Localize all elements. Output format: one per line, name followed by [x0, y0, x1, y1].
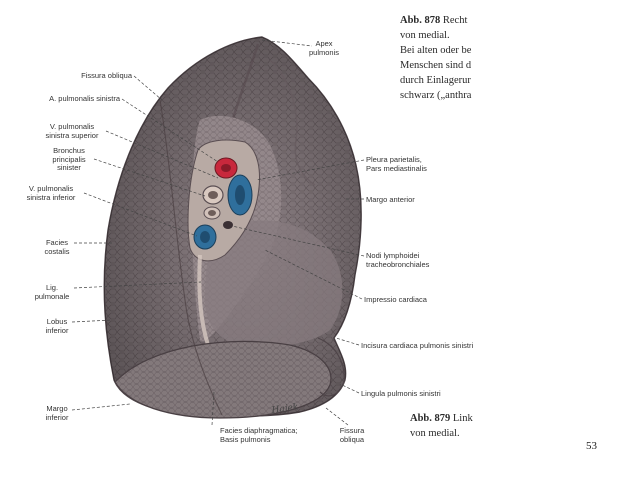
- label-v-pulmonalis-inferior: V. pulmonalis sinistra inferior: [26, 184, 76, 202]
- label-facies-costalis: Facies costalis: [44, 238, 70, 256]
- label-impressio-cardiaca: Impressio cardiaca: [364, 295, 427, 304]
- label-fissura-obliqua-bottom: Fissura obliqua: [339, 426, 365, 444]
- label-lig-pulmonale: Lig. pulmonale: [34, 283, 70, 301]
- caption-top-line-4: durch Einlagerur: [400, 75, 471, 86]
- label-lobus-inferior: Lobus inferior: [45, 317, 69, 335]
- caption-top: Abb. 878 Recht von medial. Bei alten ode…: [400, 14, 500, 106]
- caption-bottom-line-0: Link: [452, 413, 473, 424]
- label-fissura-obliqua: Fissura obliqua: [81, 71, 132, 80]
- page-number: 53: [586, 440, 597, 452]
- label-bronchus-principalis: Bronchus principalis sinister: [52, 146, 86, 172]
- artist-signature: Hajek: [270, 402, 299, 416]
- caption-top-line-1: von medial.: [400, 30, 450, 41]
- label-facies-diaphragmatica: Facies diaphragmatica; Basis pulmonis: [220, 426, 298, 444]
- label-a-pulmonalis-sinistra: A. pulmonalis sinistra: [49, 94, 120, 103]
- caption-top-line-5: schwarz („anthra: [400, 90, 472, 101]
- facies-diaphragmatica: [114, 340, 332, 419]
- label-margo-anterior: Margo anterior: [366, 195, 415, 204]
- label-lingula: Lingula pulmonis sinistri: [361, 389, 441, 398]
- label-apex-pulmonis: Apex pulmonis: [308, 39, 339, 57]
- nodi-lymphoidei: [223, 221, 233, 229]
- label-margo-inferior: Margo inferior: [45, 404, 69, 422]
- caption-bottom-abb: Abb. 879: [410, 413, 451, 424]
- caption-bottom: Abb. 879 Link von medial.: [410, 412, 490, 444]
- caption-top-abb: Abb. 878: [400, 15, 441, 26]
- label-pleura-parietalis: Pleura parietalis, Pars mediastinalis: [366, 155, 427, 173]
- label-incisura-cardiaca: Incisura cardiaca pulmonis sinistri: [361, 341, 474, 350]
- label-nodi-lymphoidei: Nodi lymphoidei tracheobronchiales: [366, 251, 430, 269]
- label-v-pulmonalis-superior: V. pulmonalis sinistra superior: [45, 122, 99, 140]
- caption-top-line-0: Recht: [442, 15, 468, 26]
- caption-top-line-3: Menschen sind d: [400, 60, 472, 71]
- caption-top-line-2: Bei alten oder be: [400, 45, 472, 56]
- lingula: [317, 337, 345, 397]
- caption-bottom-line-1: von medial.: [410, 428, 460, 439]
